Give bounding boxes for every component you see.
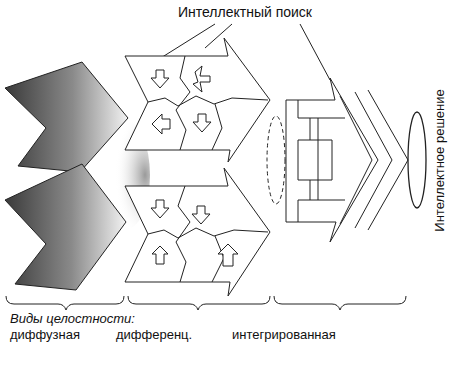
kind-label: дифференц. xyxy=(116,328,192,343)
integrated-arrow xyxy=(286,78,408,242)
result-label: Интеллектное решение xyxy=(433,89,448,231)
caption-label: Виды целостности: xyxy=(10,312,135,327)
title-label: Интеллектный поиск xyxy=(178,4,312,20)
kind-label: диффузная xyxy=(10,328,80,343)
braces xyxy=(6,296,406,310)
small-arrows xyxy=(151,66,238,266)
kind-label: интегрированная xyxy=(232,328,336,343)
dashed-ellipse xyxy=(267,116,285,204)
cracks xyxy=(148,56,268,282)
solution-ellipse xyxy=(408,112,426,208)
differentiated-arrows xyxy=(125,38,270,296)
